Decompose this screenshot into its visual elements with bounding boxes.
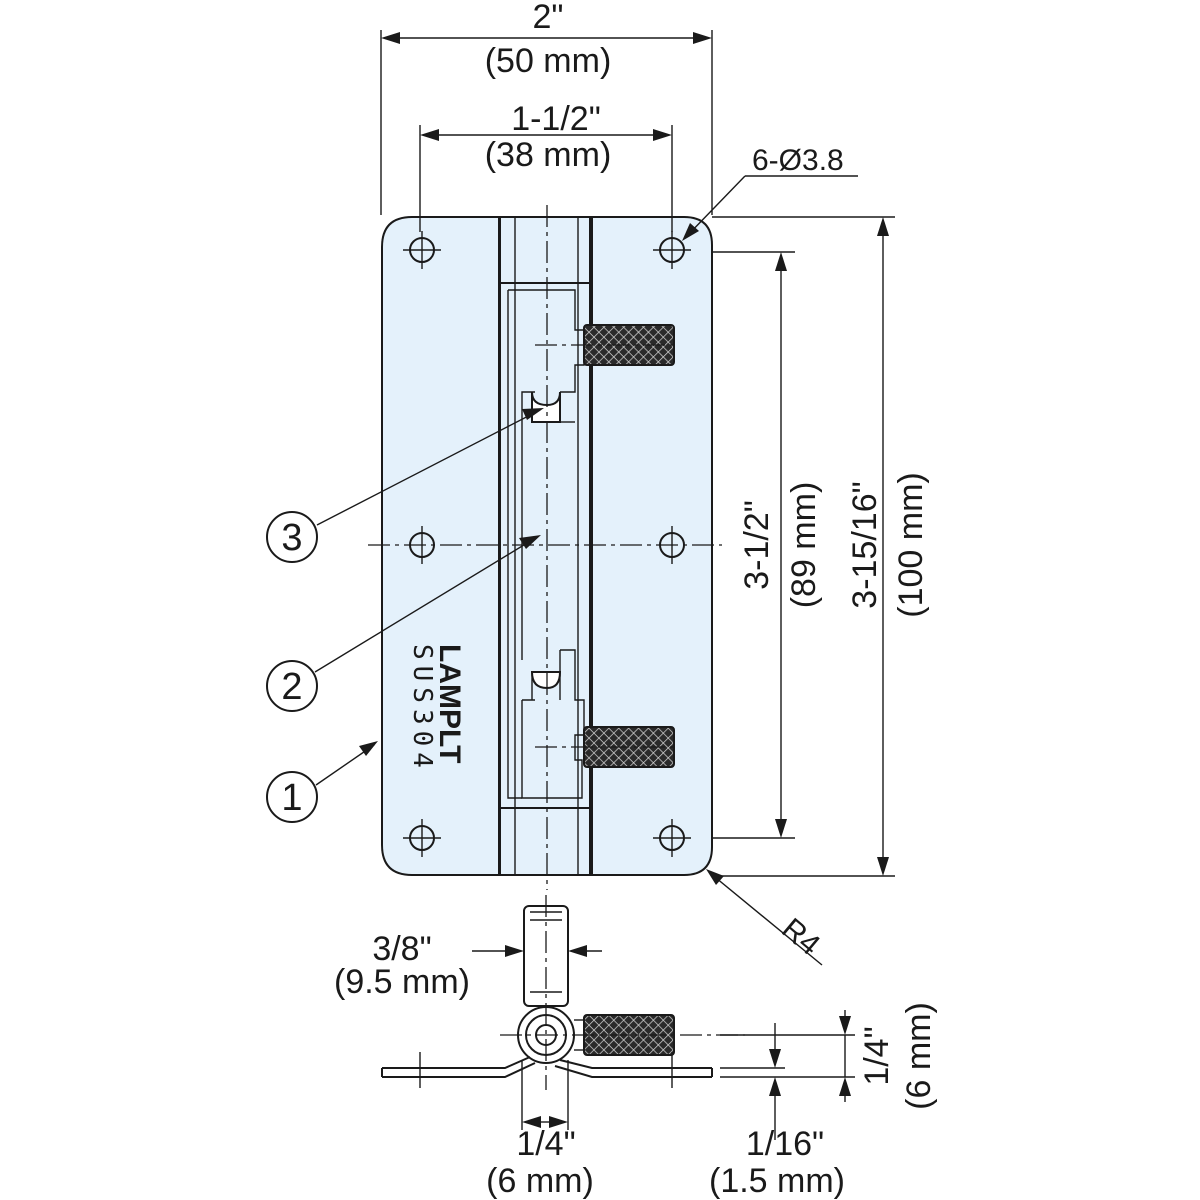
hinge-plates <box>381 216 713 876</box>
part-marking: LAMPLT SUS304 <box>407 644 466 774</box>
plate-thickness-mm-label: (1.5 mm) <box>709 1162 845 1200</box>
knuckle-width-label: 1/4" <box>516 1125 575 1163</box>
dim-pin-width: 3/8" (9.5 mm) <box>334 930 602 1001</box>
overall-height-label: 3-15/16" <box>846 481 884 608</box>
callout-2: 2 <box>266 535 541 712</box>
callout-1-label: 1 <box>281 777 302 819</box>
hole-spacing-height-mm-label: (89 mm) <box>785 482 823 609</box>
overall-height-mm-label: (100 mm) <box>892 472 930 617</box>
dim-hole-spacing-height: 3-1/2" (89 mm) <box>712 251 823 839</box>
hole-icon <box>403 231 441 269</box>
hole-spec-label: 6-Ø3.8 <box>752 144 844 177</box>
hole-spec-callout: 6-Ø3.8 <box>682 144 858 241</box>
knuckle-channel <box>499 216 591 876</box>
overall-width-mm-label: (50 mm) <box>485 42 612 80</box>
dim-hole-spacing-width: 1-1/2" (38 mm) <box>419 100 673 232</box>
dim-knuckle-width: 1/4" (6 mm) <box>486 1060 594 1200</box>
pin-width-mm-label: (9.5 mm) <box>334 963 470 1001</box>
hole-icon <box>403 819 441 857</box>
spring-pin-stem <box>523 905 569 1007</box>
hole-spacing-height-label: 3-1/2" <box>738 500 776 590</box>
brand-marking: LAMPLT <box>433 644 466 763</box>
hole-icon <box>653 231 691 269</box>
side-view <box>381 895 745 1090</box>
dim-overall-width: 2" (50 mm) <box>380 0 713 215</box>
mounting-holes <box>403 231 691 857</box>
right-leaf <box>591 216 713 876</box>
knuckle-width-mm-label: (6 mm) <box>486 1162 594 1200</box>
lower-pin-notch <box>530 671 562 690</box>
material-marking: SUS304 <box>407 644 437 774</box>
total-thickness-mm-label: (6 mm) <box>900 1002 938 1110</box>
callout-1: 1 <box>266 741 378 823</box>
corner-radius-label: R4 <box>776 912 827 962</box>
dim-total-thickness: 1/4" (6 mm) <box>720 1002 938 1110</box>
callout-3: 3 <box>266 408 544 563</box>
dim-plate-thickness: 1/16" (1.5 mm) <box>709 1023 845 1200</box>
hole-icon <box>409 526 435 564</box>
total-thickness-label: 1/4" <box>858 1026 896 1085</box>
hole-spacing-width-label: 1-1/2" <box>511 100 601 138</box>
callout-2-label: 2 <box>281 666 302 708</box>
left-leaf <box>381 216 500 876</box>
hole-icon <box>653 819 691 857</box>
hole-icon <box>659 526 685 564</box>
overall-width-label: 2" <box>533 0 564 36</box>
callout-3-label: 3 <box>281 517 302 559</box>
dim-overall-height: 3-15/16" (100 mm) <box>712 216 930 877</box>
corner-radius-callout: R4 <box>706 869 827 966</box>
plate-thickness-label: 1/16" <box>746 1125 824 1163</box>
pin-width-label: 3/8" <box>372 930 431 968</box>
hole-spacing-width-mm-label: (38 mm) <box>485 136 612 174</box>
